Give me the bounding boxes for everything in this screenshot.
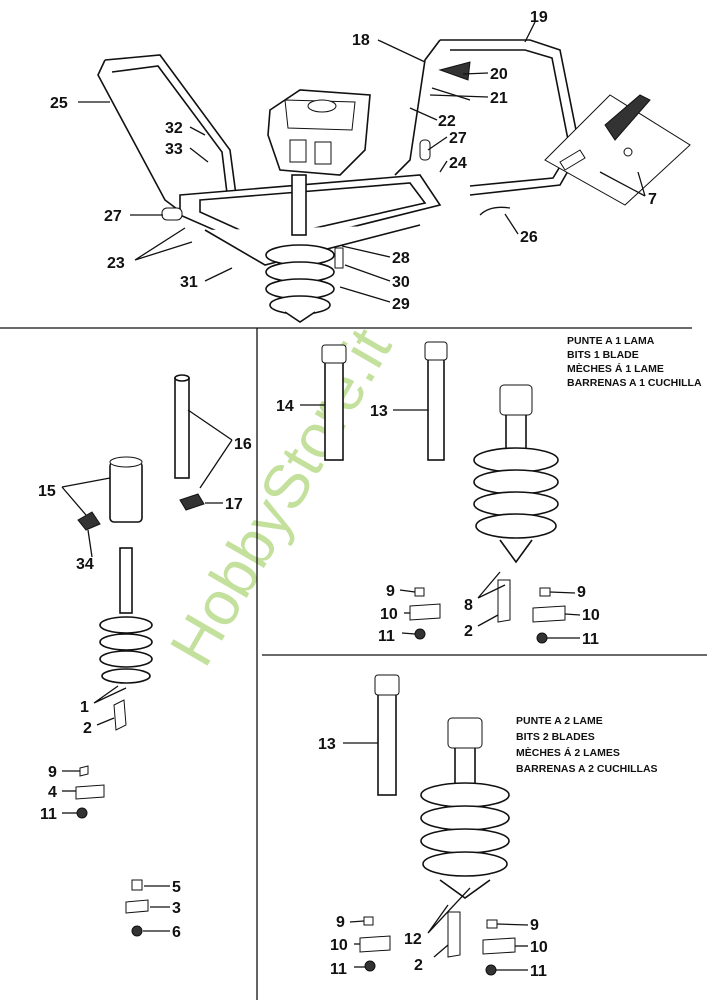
callout-11: 11 xyxy=(378,628,395,645)
callout-14: 14 xyxy=(276,398,294,415)
callout-6: 6 xyxy=(172,924,181,941)
callout-3: 3 xyxy=(172,900,181,917)
one-blade-callouts: 14 13 8 2 9 10 11 9 10 11 xyxy=(276,398,600,648)
left-panel-drawing xyxy=(75,374,205,937)
caption-line-fr: MÈCHES Á 1 LAME xyxy=(567,362,664,375)
callout-27-right: 27 xyxy=(449,130,467,147)
top-callouts: 19 18 20 21 22 25 32 33 27 24 7 27 26 23… xyxy=(50,9,657,313)
callout-23: 23 xyxy=(107,255,125,272)
callout-34: 34 xyxy=(76,556,94,573)
callout-10b: 10 xyxy=(582,607,600,624)
callout-9: 9 xyxy=(336,914,345,931)
callout-21: 21 xyxy=(490,90,508,107)
caption-line-es: BARRENAS A 1 CUCHILLA xyxy=(567,377,702,389)
one-blade-drawing xyxy=(321,341,566,644)
callout-11b: 11 xyxy=(582,631,599,648)
callout-12: 12 xyxy=(404,931,422,948)
callout-27-left: 27 xyxy=(104,208,122,225)
two-blade-caption: PUNTE A 2 LAME BITS 2 BLADES MÈCHES Á 2 … xyxy=(516,715,658,775)
callout-17: 17 xyxy=(225,496,243,513)
caption-line-it: PUNTE A 2 LAME xyxy=(516,715,603,727)
frame-assembly-drawing xyxy=(97,39,691,323)
callout-1: 1 xyxy=(80,699,89,716)
callout-22: 22 xyxy=(438,113,456,130)
callout-11: 11 xyxy=(40,806,57,823)
callout-2: 2 xyxy=(464,623,473,640)
two-blade-callouts: 13 12 2 9 10 11 9 10 11 xyxy=(318,736,548,980)
callout-9: 9 xyxy=(386,583,395,600)
callout-28: 28 xyxy=(392,250,410,267)
callout-2: 2 xyxy=(83,720,92,737)
callout-31: 31 xyxy=(180,274,198,291)
callout-7: 7 xyxy=(648,191,657,208)
callout-10: 10 xyxy=(380,606,398,623)
callout-25: 25 xyxy=(50,95,68,112)
callout-2: 2 xyxy=(414,957,423,974)
callout-10b: 10 xyxy=(530,939,548,956)
callout-9: 9 xyxy=(48,764,57,781)
callout-11: 11 xyxy=(330,961,347,978)
callout-33: 33 xyxy=(165,141,183,158)
callout-30: 30 xyxy=(392,274,410,291)
caption-line-en: BITS 2 BLADES xyxy=(516,731,595,743)
callout-20: 20 xyxy=(490,66,508,83)
callout-15: 15 xyxy=(38,483,56,500)
one-blade-caption: PUNTE A 1 LAMA BITS 1 BLADE MÈCHES Á 1 L… xyxy=(567,335,702,389)
caption-line-en: BITS 1 BLADE xyxy=(567,349,639,361)
callout-29: 29 xyxy=(392,296,410,313)
callout-11b: 11 xyxy=(530,963,547,980)
callout-9b: 9 xyxy=(530,917,539,934)
callout-16: 16 xyxy=(234,436,252,453)
callout-24: 24 xyxy=(449,155,467,172)
callout-19: 19 xyxy=(530,9,548,26)
caption-line-it: PUNTE A 1 LAMA xyxy=(567,335,655,347)
callout-18: 18 xyxy=(352,32,370,49)
callout-9b: 9 xyxy=(577,584,586,601)
callout-10: 10 xyxy=(330,937,348,954)
callout-13: 13 xyxy=(318,736,336,753)
callout-26: 26 xyxy=(520,229,538,246)
callout-5: 5 xyxy=(172,879,181,896)
caption-line-fr: MÈCHES Á 2 LAMES xyxy=(516,746,620,759)
callout-8: 8 xyxy=(464,597,473,614)
left-callouts: 16 15 17 34 1 2 9 4 11 5 3 6 xyxy=(38,409,252,941)
callout-32: 32 xyxy=(165,120,183,137)
two-blade-drawing xyxy=(359,674,516,976)
callout-13: 13 xyxy=(370,403,388,420)
callout-4: 4 xyxy=(48,784,57,801)
caption-line-es: BARRENAS A 2 CUCHILLAS xyxy=(516,763,658,775)
